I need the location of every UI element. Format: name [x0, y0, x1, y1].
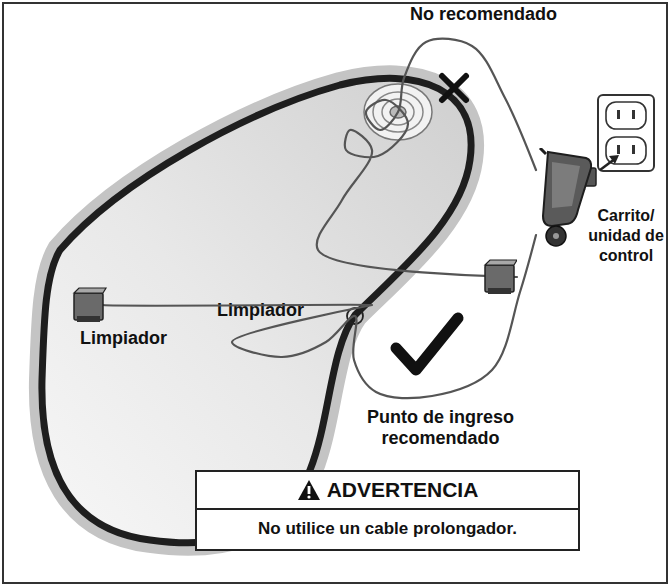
outlet-slot	[632, 145, 635, 154]
cleaner-cable	[317, 39, 536, 277]
cleaner-brush	[488, 288, 511, 294]
not-recommended-label: No recomendado	[396, 4, 571, 25]
cart-panel	[552, 162, 580, 208]
outlet-slot	[632, 110, 635, 119]
cleaner-icon	[485, 260, 517, 294]
warning-text: No utilice un cable prolongador.	[197, 508, 578, 549]
cart-shape	[536, 148, 596, 252]
outlet-socket	[606, 102, 646, 129]
cleaner-icon	[74, 288, 372, 322]
cleaner-shape	[217, 258, 517, 296]
plug-arrowhead	[609, 155, 619, 164]
warning-dot	[307, 495, 310, 498]
cleaner-shape	[72, 286, 372, 324]
warning-icon	[297, 479, 321, 501]
cart-hub	[553, 233, 559, 239]
check-mark	[396, 318, 458, 370]
cart-wheel	[546, 226, 566, 246]
wall-outlet	[598, 95, 654, 171]
frame	[3, 3, 667, 583]
cleaner-body	[485, 265, 514, 292]
warning-header: ADVERTENCIA	[197, 472, 578, 508]
outlet-socket	[606, 137, 646, 164]
x-mark	[442, 76, 466, 100]
outlet-slot	[617, 145, 620, 154]
pool-cleaner: Limpiador	[72, 286, 372, 349]
cleaner-label: Limpiador	[217, 299, 517, 321]
cart-handle	[540, 148, 546, 154]
entry-point-label: Punto de ingreso recomendado	[338, 407, 543, 449]
x-mark-stroke	[442, 76, 466, 100]
cleaner-brush	[77, 316, 100, 322]
cleaner-cable-stub	[103, 304, 372, 307]
warning-triangle	[298, 480, 320, 500]
cart-body	[543, 152, 591, 226]
warning-bar	[307, 486, 310, 494]
cart-icon	[540, 148, 591, 246]
cleaner-body	[74, 293, 103, 320]
cleaner-top	[485, 260, 517, 265]
warning-symbol	[298, 480, 320, 500]
control-cart: Carrito/ unidad de control	[536, 148, 666, 266]
warning-heading: ADVERTENCIA	[327, 478, 479, 502]
cart-label: Carrito/ unidad de control	[586, 148, 666, 266]
warning-box: ADVERTENCIA No utilice un cable prolongad…	[195, 470, 580, 551]
pool-cleaner: Limpiador	[217, 258, 517, 321]
outlet-slot	[617, 110, 620, 119]
outlet-plate	[598, 95, 654, 171]
cleaner-label: Limpiador	[72, 327, 372, 349]
cleaner-top	[74, 288, 106, 293]
